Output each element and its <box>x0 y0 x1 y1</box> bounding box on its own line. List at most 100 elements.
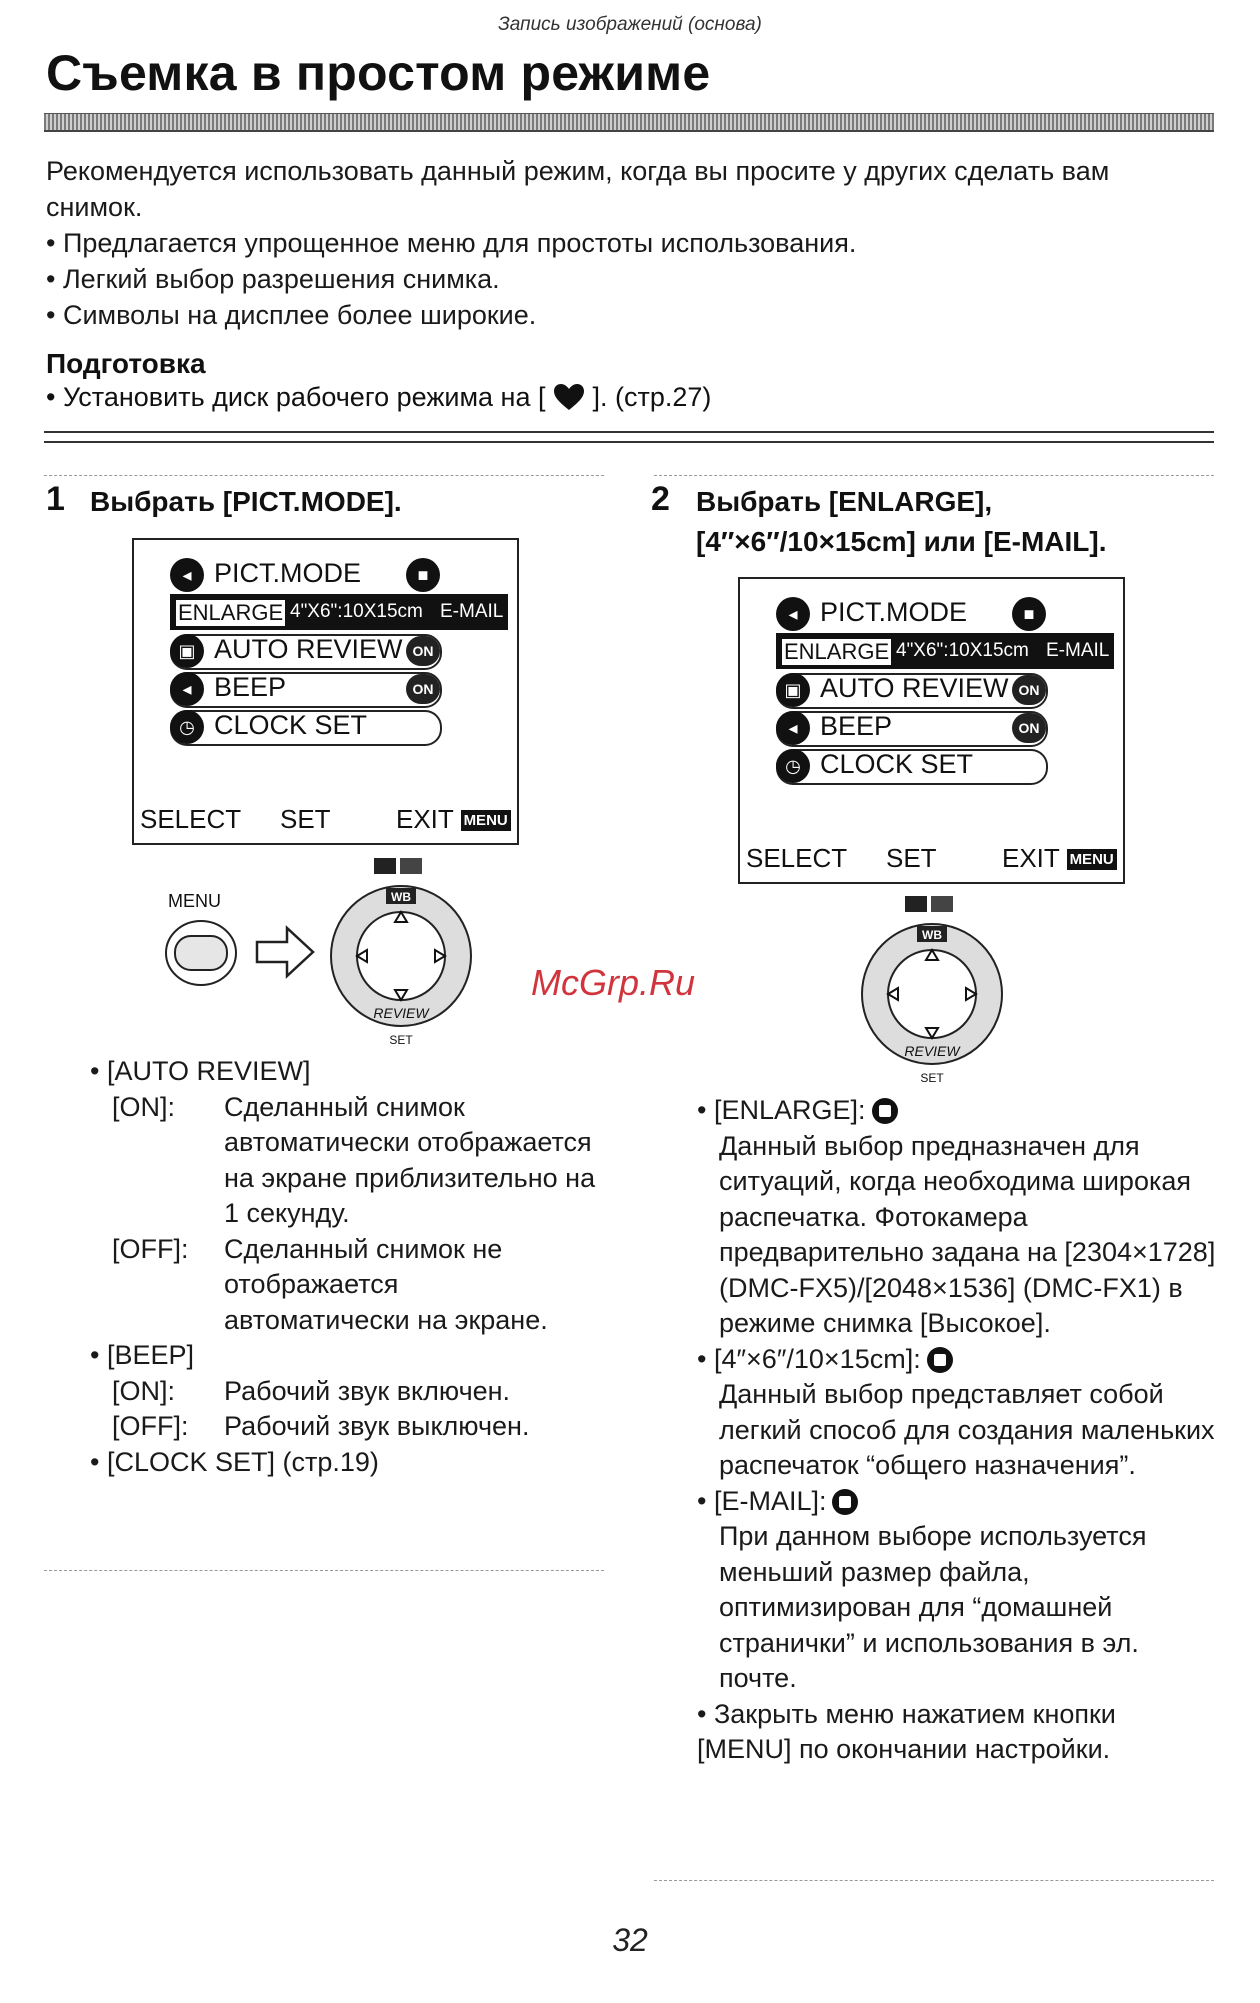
enlarge-heading-text: • [ENLARGE]: <box>697 1095 866 1125</box>
lcd-enlarge-row: ENLARGE 4"X6":10X15cm E-MAIL <box>170 594 508 630</box>
menu-badge: MENU <box>460 810 511 831</box>
size-heading-text: • [4″×6″/10×15cm]: <box>697 1343 921 1374</box>
lcd-auto-review: AUTO REVIEW <box>820 673 1009 703</box>
lcd-row-pill <box>776 711 1048 747</box>
lcd-row-pill <box>170 672 442 708</box>
lcd-beep: BEEP <box>214 672 287 702</box>
def-row: [OFF]: Рабочий звук выключен. <box>90 1409 610 1445</box>
lcd-screen: ◂ PICT.MODE ■ ENLARGE 4"X6":10X15cm E-MA… <box>132 538 519 845</box>
def-label: [ON]: <box>112 1091 176 1122</box>
prep-line-start: • Установить диск рабочего режима на [ <box>46 382 546 412</box>
def-body: Рабочий звук включен. <box>224 1375 511 1406</box>
lcd-auto-review: AUTO REVIEW <box>214 634 403 664</box>
lcd-foot-set: SET <box>886 843 937 873</box>
page-title: Съемка в простом режиме <box>46 45 711 101</box>
def-body: Сделанный снимок не отображается автомат… <box>224 1233 548 1335</box>
intro-block: Рекомендуется использовать данный режим,… <box>46 153 1186 333</box>
step-number: 1 <box>46 480 65 518</box>
prep-line: • Установить диск рабочего режима на [ ]… <box>46 382 711 413</box>
menu-badge: MENU <box>1066 849 1117 870</box>
lcd-enlarge-row: ENLARGE 4"X6":10X15cm E-MAIL <box>776 633 1114 669</box>
enlarge-text: Данный выбор предназначен для ситуаций, … <box>719 1130 1216 1339</box>
step-title: Выбрать [PICT.MODE]. <box>90 486 402 517</box>
on-badge: ON <box>406 636 440 666</box>
arrow-right-icon <box>255 925 315 979</box>
clock-icon: ◷ <box>776 749 810 783</box>
lcd-screen: ◂ PICT.MODE ■ ENLARGE 4"X6":10X15cm E-MA… <box>738 577 1125 884</box>
menu-button-label: MENU <box>168 891 221 911</box>
on-badge: ON <box>1012 713 1046 743</box>
def-label: [OFF]: <box>112 1411 189 1441</box>
email-mode-icon <box>832 1488 859 1515</box>
size-option: 4"X6":10X15cm <box>290 601 423 622</box>
review-icon: ▣ <box>776 673 810 707</box>
step-title-line: Выбрать [ENLARGE], <box>696 486 993 517</box>
email-text: При данном выборе используется меньший р… <box>719 1521 1147 1693</box>
section-header: Запись изображений (основа) <box>498 14 762 35</box>
title-underline-bar <box>44 113 1214 132</box>
def-row: [OFF]: Сделанный снимок не отображается … <box>90 1232 610 1339</box>
dial-pad-icon[interactable]: WB REVIEW SET <box>326 858 476 1048</box>
size-heading: • [4″×6″/10×15cm]: <box>697 1342 1217 1378</box>
step-title: Выбрать [ENLARGE], [4″×6″/10×15cm] или [… <box>696 482 1106 562</box>
column-divider <box>44 475 604 476</box>
mode-icon: ■ <box>406 558 440 592</box>
lcd-title: PICT.MODE <box>214 558 362 588</box>
def-body: Сделанный снимок автоматически отображае… <box>224 1091 596 1229</box>
speaker-icon: ◂ <box>776 711 810 745</box>
dial-pad-icon[interactable]: WB REVIEW SET <box>857 896 1007 1086</box>
on-badge: ON <box>406 674 440 704</box>
page-number: 32 <box>612 1922 648 1958</box>
exit-label: EXIT <box>396 804 454 834</box>
enlarge-heading: • [ENLARGE]: <box>697 1093 1217 1129</box>
dial-set-label: SET <box>920 1071 944 1085</box>
lcd-foot-select: SELECT <box>140 804 242 834</box>
section-separator <box>44 431 1214 443</box>
review-icon: ▣ <box>170 634 204 668</box>
enlarge-mode-icon <box>871 1098 898 1124</box>
step-number: 2 <box>651 480 670 518</box>
column-end-divider <box>654 1880 1214 1881</box>
dial-review-label: REVIEW <box>373 1005 430 1021</box>
close-menu-text: • Закрыть меню нажатием кнопки [MENU] по… <box>697 1698 1116 1765</box>
lcd-clock-set: CLOCK SET <box>214 710 368 740</box>
left-column-text: • [AUTO REVIEW] [ON]: Сделанный снимок а… <box>90 1054 610 1480</box>
email-heading-text: • [E-MAIL]: <box>697 1485 827 1516</box>
on-badge: ON <box>1012 675 1046 705</box>
email-heading: • [E-MAIL]: <box>697 1484 1217 1520</box>
mode-icon: ■ <box>1012 597 1046 631</box>
def-label: [ON]: <box>112 1375 176 1406</box>
step-title-line: [4″×6″/10×15cm] или [E-MAIL]. <box>696 526 1107 557</box>
menu-button-icon[interactable] <box>163 918 243 988</box>
enlarge-option: ENLARGE <box>780 637 894 667</box>
lcd-foot-select: SELECT <box>746 843 848 873</box>
dial-wb-label: WB <box>922 928 942 942</box>
auto-review-heading: • [AUTO REVIEW] <box>90 1056 311 1086</box>
watermark-text: McGrp.Ru <box>531 962 696 1003</box>
enlarge-option: ENLARGE <box>174 598 288 628</box>
intro-bullet: • Символы на дисплее более широкие. <box>46 300 537 330</box>
speaker-icon: ◂ <box>170 672 204 706</box>
intro-bullet: • Легкий выбор разрешения снимка. <box>46 264 500 294</box>
dial-set-label: SET <box>389 1033 413 1047</box>
clock-set-line: • [CLOCK SET] (стр.19) <box>90 1446 379 1477</box>
size-mode-icon <box>926 1346 953 1373</box>
def-row: [ON]: Рабочий звук включен. <box>90 1374 610 1410</box>
camera-icon: ◂ <box>776 597 810 631</box>
email-option: E-MAIL <box>1046 640 1110 661</box>
size-text: Данный выбор представляет собой легкий с… <box>719 1379 1215 1480</box>
camera-icon: ◂ <box>170 558 204 592</box>
right-column-text: • [ENLARGE]: Данный выбор предназначен д… <box>697 1093 1217 1768</box>
lcd-foot-set: SET <box>280 804 331 834</box>
beep-heading: • [BEEP] <box>90 1340 194 1370</box>
heart-mode-icon <box>554 384 584 410</box>
def-row: [ON]: Сделанный снимок автоматически ото… <box>90 1090 610 1232</box>
exit-label: EXIT <box>1002 843 1060 873</box>
column-end-divider <box>44 1570 604 1571</box>
email-option: E-MAIL <box>440 601 504 622</box>
lcd-foot-exit: EXIT MENU <box>1002 843 1117 874</box>
intro-lead: Рекомендуется использовать данный режим,… <box>46 156 1110 222</box>
lcd-clock-set: CLOCK SET <box>820 749 974 779</box>
clock-icon: ◷ <box>170 710 204 744</box>
lcd-beep: BEEP <box>820 711 893 741</box>
